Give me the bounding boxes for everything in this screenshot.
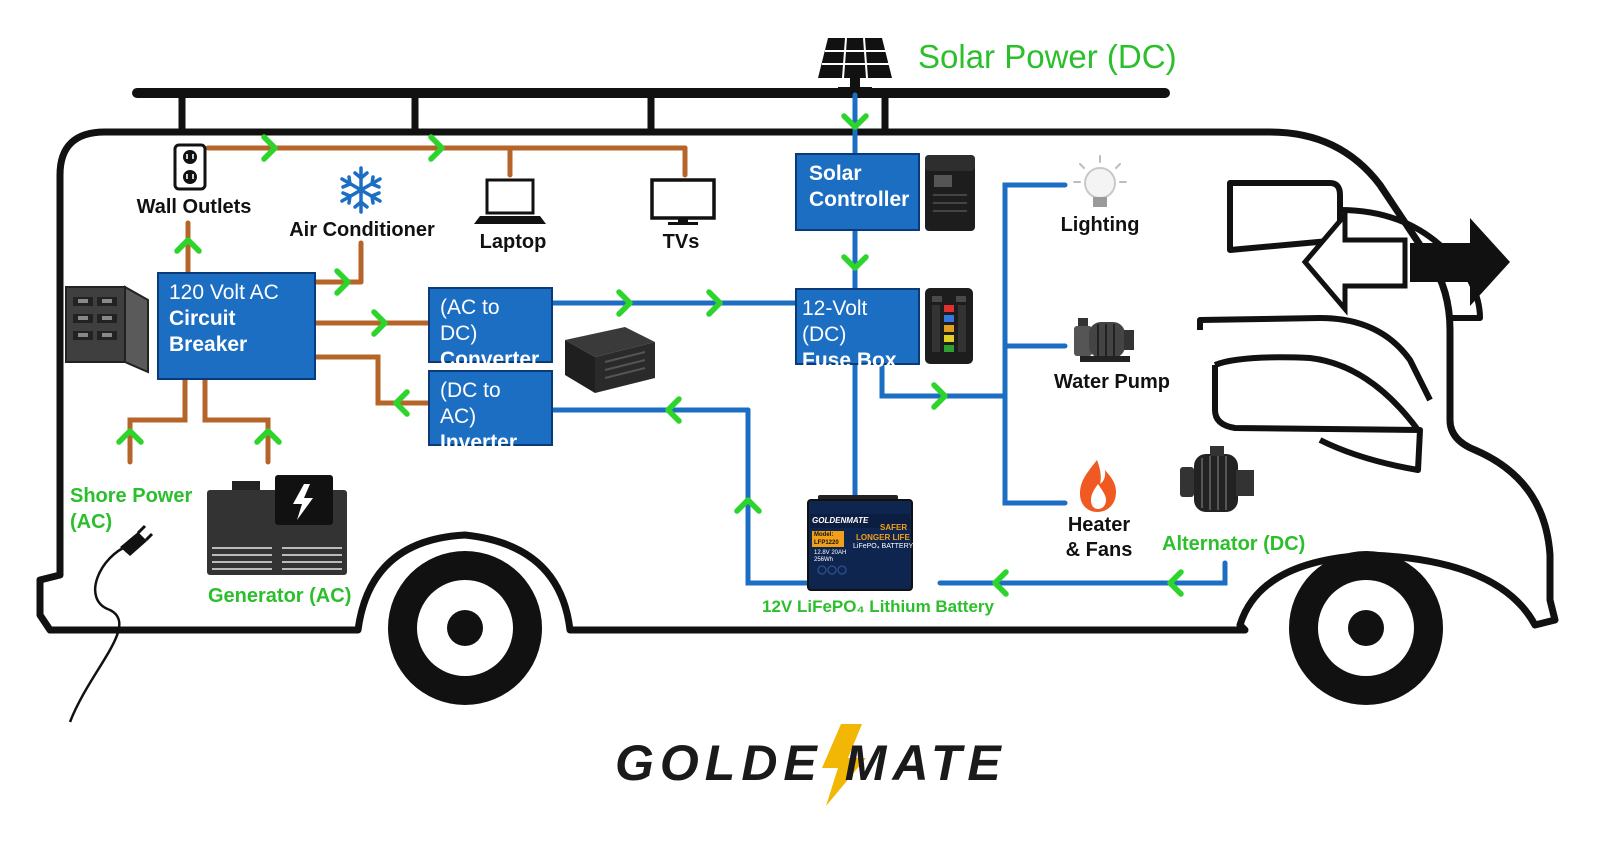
battery-tag-3: LiFePO₄ BATTERY: [853, 543, 914, 550]
shore-power-label-2: (AC): [70, 511, 113, 533]
inverter-type: (DC to AC): [440, 379, 501, 428]
water-pump-icon: [1074, 318, 1134, 362]
circuit-breaker-node: 120 Volt AC Circuit Breaker: [157, 272, 316, 380]
dc-wiring: [550, 92, 1228, 586]
battery-model-label: Model:: [814, 532, 834, 538]
battery-label: 12V LiFePO₄ Lithium Battery: [762, 597, 994, 616]
battery-brand: GOLDENMATE: [812, 516, 869, 525]
battery-spec-2: 256Wh: [814, 557, 834, 563]
converter-label: Converter: [440, 348, 540, 371]
heater-fans-label-2: & Fans: [1065, 539, 1133, 561]
battery-tag-2: LONGER LIFE: [856, 533, 910, 542]
solar-power-label: Solar Power (DC): [918, 38, 1177, 75]
charge-controller-icon: [925, 155, 975, 231]
outlet-icon: [173, 143, 207, 191]
fuse-panel-icon: [925, 288, 973, 364]
fuse-box-label: Fuse Box: [802, 349, 897, 372]
tvs-label: TVs: [662, 231, 700, 253]
solar-controller-label-2: Controller: [809, 188, 910, 211]
flame-icon: [1080, 460, 1116, 512]
breaker-panel-icon: [65, 285, 149, 374]
circuit-breaker-label-2: Breaker: [169, 333, 248, 356]
brand-logo-right: MATE: [844, 735, 1007, 791]
rear-wheel: [388, 551, 542, 705]
wall-outlets-label: Wall Outlets: [136, 196, 252, 218]
alternator-icon: [1180, 446, 1254, 512]
inverter-node: (DC to AC) Inverter: [428, 370, 553, 454]
brand-logo: GOLDE MATE: [615, 734, 1007, 792]
shore-power-label-1: Shore Power: [70, 485, 193, 507]
ac-wiring: [127, 145, 688, 465]
snowflake-icon: [340, 166, 382, 214]
battery-icon: [807, 495, 913, 591]
fuse-box-voltage: 12-Volt (DC): [802, 297, 868, 346]
converter-device-icon: [565, 327, 655, 393]
brand-bolt-icon: [822, 724, 866, 806]
solar-controller-node: Solar Controller: [795, 153, 920, 231]
front-wheel: [1289, 551, 1443, 705]
circuit-breaker-label-1: Circuit: [169, 307, 236, 330]
solar-panel-icon: [818, 37, 892, 92]
plug-icon: [68, 524, 154, 723]
generator-icon: [207, 475, 347, 575]
lightbulb-icon: [1073, 155, 1127, 207]
laptop-icon: [474, 178, 546, 224]
generator-label: Generator (AC): [208, 585, 352, 607]
tv-icon: [650, 178, 716, 225]
solar-controller-label-1: Solar: [809, 162, 862, 185]
circuit-breaker-voltage: 120 Volt AC: [169, 281, 279, 304]
converter-node: (AC to DC) Converter: [428, 287, 553, 371]
battery-model: LFP1220: [814, 540, 839, 546]
laptop-label: Laptop: [479, 231, 547, 253]
brand-logo-left: GOLDE: [615, 735, 823, 791]
lighting-label: Lighting: [1060, 214, 1140, 236]
fuse-box-node: 12-Volt (DC) Fuse Box: [795, 288, 920, 372]
rv-silhouette: [36, 88, 1559, 634]
alternator-label: Alternator (DC): [1162, 533, 1306, 555]
inverter-label: Inverter: [440, 431, 518, 454]
air-conditioner-label: Air Conditioner: [289, 219, 435, 241]
battery-tag-1: SAFER: [880, 523, 908, 532]
battery-spec-1: 12.8V 20AH: [814, 550, 847, 556]
water-pump-label: Water Pump: [1054, 371, 1170, 393]
direction-arrow-icon: [1301, 208, 1510, 316]
converter-type: (AC to DC): [440, 296, 500, 345]
heater-fans-label-1: Heater: [1067, 514, 1131, 536]
